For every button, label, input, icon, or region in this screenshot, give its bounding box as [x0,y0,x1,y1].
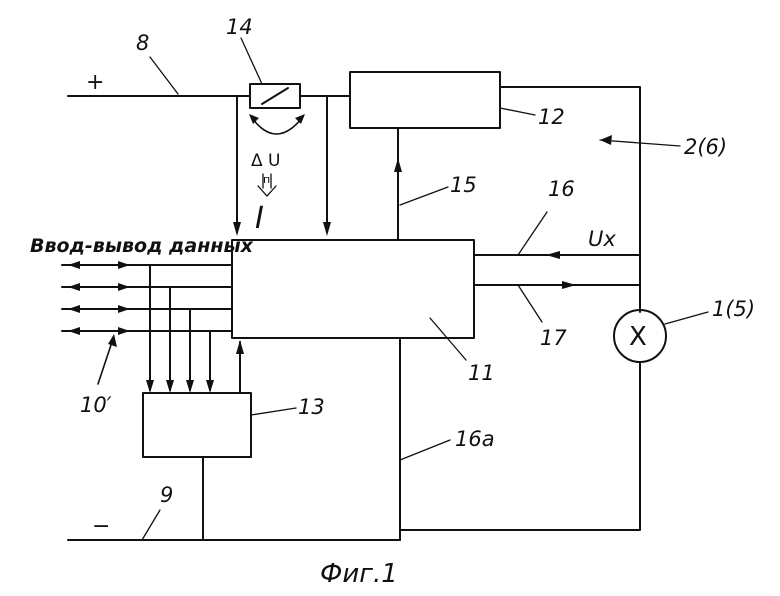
leader-8 [150,57,178,94]
figure-caption: Фиг.1 [320,559,398,589]
label-13: 13 [298,395,325,419]
label-15: 15 [450,173,477,197]
label-16a: 16а [455,427,495,451]
label-8: 8 [136,31,149,55]
label-12: 12 [538,105,565,129]
label-9: 9 [160,483,173,507]
pointer-10 [98,342,112,384]
label-2-6: 2(6) [684,135,727,159]
io-bidirectional-arrows [68,261,130,335]
leader-9 [142,510,160,540]
block-13 [143,393,251,457]
lamp-x-symbol: X [629,322,647,352]
minus-sign: − [92,514,110,539]
plus-sign: + [86,70,104,95]
leader-12 [500,108,535,115]
current-symbol: I [255,201,264,236]
io-label: Ввод-вывод данных [30,235,254,257]
negative-rail-line [68,530,400,540]
leader-16 [518,212,547,255]
small-n-label: п [263,173,270,186]
label-ux: Ux [588,227,616,251]
label-17: 17 [540,326,567,350]
sensor-diagonal [262,88,288,104]
leader-15 [400,187,448,205]
label-11: 11 [468,361,495,385]
controller-block-11 [232,240,474,338]
leader-1-5 [665,312,708,324]
label-14: 14 [226,15,253,39]
block-12 [350,72,500,128]
label-10: 10′ [80,393,112,417]
label-16: 16 [548,177,575,201]
leader-14 [241,38,262,84]
leader-17 [518,285,542,322]
delta-u-label: Δ U [251,151,280,171]
leader-13 [251,408,296,415]
sensor-magnetic-arc-icon [252,118,302,134]
leader-16a [400,440,450,460]
label-1-5: 1(5) [712,297,755,321]
